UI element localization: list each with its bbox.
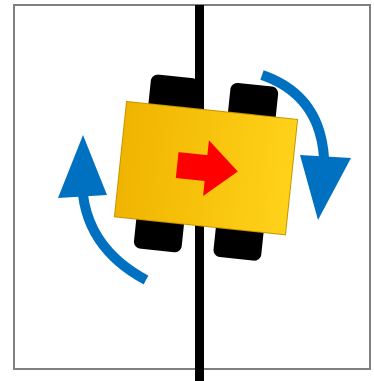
- robot-line-following-diagram: [0, 0, 374, 381]
